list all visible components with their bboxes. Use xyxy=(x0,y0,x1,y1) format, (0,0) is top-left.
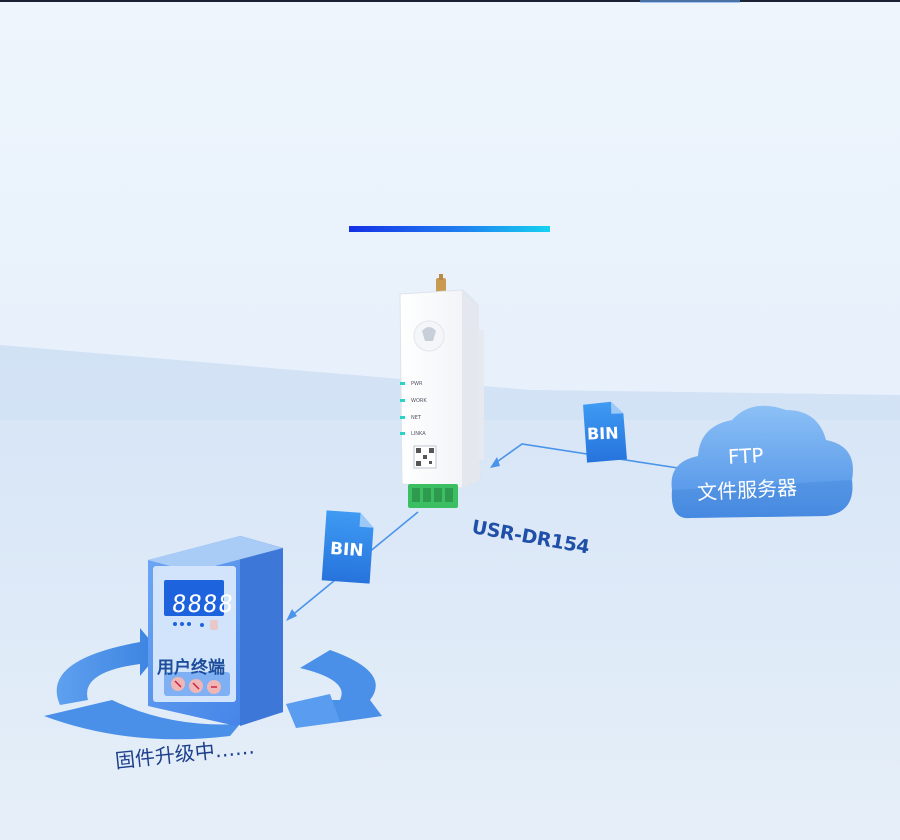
ftp-cloud-title: FTP xyxy=(727,443,765,469)
ftp-cloud-subtitle: 文件服务器 xyxy=(696,475,798,505)
led-label-work: WORK xyxy=(411,398,427,404)
top-border xyxy=(0,0,900,2)
top-glow xyxy=(640,0,740,3)
ftp-cloud xyxy=(671,405,853,519)
terminal-display-readout: 8888 xyxy=(170,590,236,618)
update-cycle-ring xyxy=(44,628,382,740)
led-label-net: NET xyxy=(411,415,421,421)
status-leds xyxy=(400,382,405,435)
led-label-pwr: PWR xyxy=(411,381,423,387)
arrow-head-device xyxy=(490,457,500,468)
bin-file-label-2: BIN xyxy=(329,538,365,562)
bin-file-2 xyxy=(321,510,374,584)
terminal-label: 用户终端 xyxy=(157,658,225,678)
cloud-to-device-line xyxy=(493,443,679,469)
led-label-linka: LINKA xyxy=(411,431,426,437)
bin-file-1 xyxy=(583,401,627,463)
title-accent-bar xyxy=(349,226,550,232)
arrow-head-terminal xyxy=(286,609,297,621)
user-terminal xyxy=(148,536,283,726)
bin-file-label-1: BIN xyxy=(586,423,619,444)
din-rail-device xyxy=(399,274,484,508)
